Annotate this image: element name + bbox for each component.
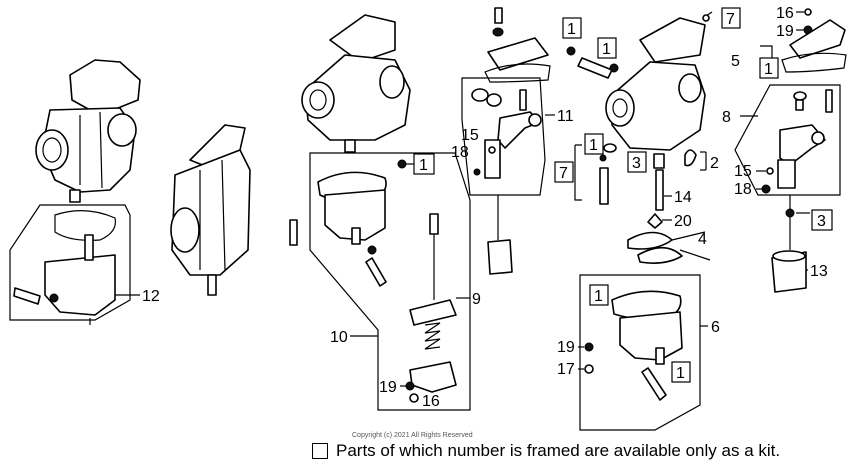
- label-1-e: 1: [594, 288, 603, 305]
- label-10: 10: [330, 329, 348, 346]
- label-14: 14: [674, 189, 692, 206]
- label-15-b: 15: [734, 163, 752, 180]
- label-15-a: 15: [461, 127, 479, 144]
- label-1-f: 1: [676, 365, 685, 382]
- linkage-group-8: 16 19 5 1 8 15 18 3 13: [722, 5, 847, 293]
- label-20: 20: [674, 213, 692, 230]
- label-18-a: 18: [451, 144, 469, 161]
- label-7-a: 7: [559, 165, 568, 182]
- label-2: 2: [710, 155, 719, 172]
- label-1-b: 1: [567, 21, 576, 38]
- float-bowl-group-6: 1 1 6 19 17: [557, 274, 720, 431]
- float-bowl-group-10: 1 19 16 9 10: [289, 152, 481, 411]
- kit-legend-text: Parts of which number is framed are avai…: [336, 441, 781, 460]
- carburetor-assembly-center: [301, 14, 411, 153]
- label-16-a: 16: [422, 393, 440, 410]
- label-13: 13: [810, 263, 828, 280]
- top-cover-group-11: 11 15 18: [451, 7, 574, 275]
- label-1-a: 1: [419, 157, 428, 174]
- label-19-a: 19: [379, 379, 397, 396]
- label-11: 11: [557, 108, 574, 125]
- label-18-b: 18: [734, 181, 752, 198]
- carburetor-assembly-left: [35, 59, 141, 203]
- label-1-c: 1: [602, 41, 611, 58]
- label-12: 12: [142, 288, 160, 305]
- label-5: 5: [731, 53, 740, 70]
- copyright-notice: Copyright (c) 2021 All Rights Reserved: [352, 432, 473, 439]
- kit-legend: Parts of which number is framed are avai…: [312, 440, 780, 462]
- label-19-b: 19: [557, 339, 575, 356]
- label-6: 6: [711, 319, 720, 336]
- float-bowl-gasket-group: 12: [9, 204, 160, 325]
- label-4: 4: [698, 231, 707, 248]
- label-19-c: 19: [776, 23, 794, 40]
- label-9: 9: [472, 291, 481, 308]
- label-16-b: 16: [776, 5, 794, 22]
- carburetor-assembly-right: 7 2 3 14 20 4: [605, 7, 741, 264]
- carburetor-assembly-outline: [170, 124, 251, 296]
- label-17: 17: [557, 361, 575, 378]
- label-1-g: 1: [764, 61, 773, 78]
- label-7-b: 7: [726, 11, 735, 28]
- label-3-a: 3: [632, 155, 641, 172]
- frame-box-icon: [312, 443, 328, 459]
- slide-kit-group-7: 1 1 7 1: [554, 17, 619, 205]
- label-8: 8: [722, 109, 731, 126]
- label-1-d: 1: [589, 137, 598, 154]
- label-3-b: 3: [817, 213, 826, 230]
